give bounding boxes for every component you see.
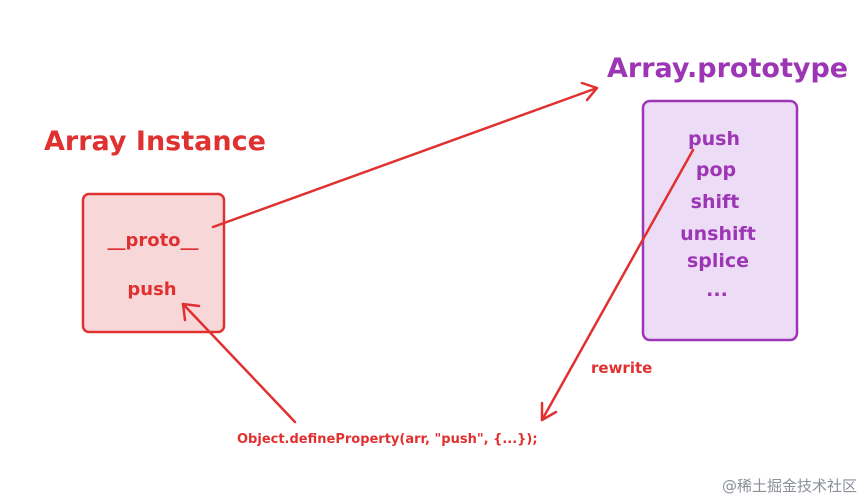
prototype-method-shift: shift [691,191,740,213]
array-instance-box [81,192,226,334]
rewrite-label: rewrite [591,359,652,377]
proto-link-arrow [211,81,599,229]
prototype-method-push: push [688,128,740,150]
array-prototype-box [641,99,799,342]
rewrite-arrow [540,148,695,422]
instance-field-proto: __proto__ [107,230,198,251]
watermark: @稀土掘金技术社区 [722,477,857,495]
instance-field-push: push [127,279,176,300]
array-prototype-title: Array.prototype [607,53,848,84]
define-property-arrow [181,302,297,424]
prototype-method-unshift: unshift [680,223,756,245]
define-property-code: Object.defineProperty(arr, "push", {...}… [237,432,538,447]
prototype-method-ellipsis: ... [706,279,728,301]
prototype-method-pop: pop [696,159,736,181]
array-instance-title: Array Instance [44,126,266,157]
prototype-method-splice: splice [687,250,749,272]
